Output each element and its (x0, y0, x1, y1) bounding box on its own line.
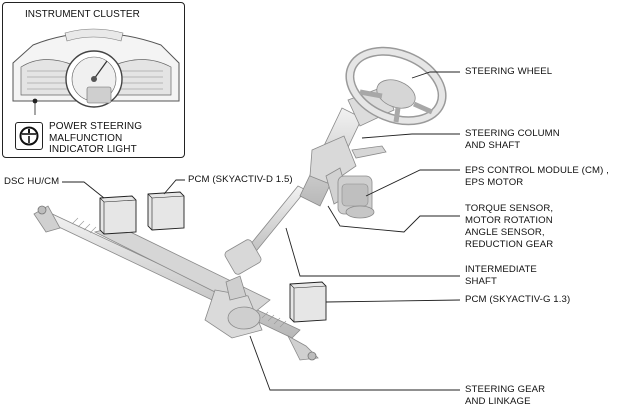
steering-column (299, 85, 395, 219)
label-intermediate-shaft: INTERMEDIATE SHAFT (465, 264, 537, 287)
label-pcm-skyactiv-d: PCM (SKYACTIV-D 1.5) (188, 174, 293, 185)
pcm-skyactiv-g-box (289, 281, 327, 323)
intermediate-shaft (224, 185, 307, 301)
label-pcm-skyactiv-g: PCM (SKYACTIV-G 1.3) (465, 294, 571, 305)
label-steering-gear: STEERING GEAR AND LINKAGE (465, 384, 546, 407)
instrument-cluster-graphic (12, 28, 180, 115)
inset-title: INSTRUMENT CLUSTER (25, 9, 140, 20)
label-steering-wheel: STEERING WHEEL (465, 66, 553, 77)
steering-gear-rack (33, 205, 319, 361)
dsc-hu-cm-box (99, 195, 137, 235)
label-steering-column: STEERING COLUMN AND SHAFT (465, 128, 560, 151)
steering-wheel (345, 46, 447, 126)
label-eps-control-module: EPS CONTROL MODULE (CM) , EPS MOTOR (465, 165, 609, 188)
label-torque-sensor: TORQUE SENSOR, MOTOR ROTATION ANGLE SENS… (465, 203, 554, 250)
pcm-skyactiv-d-box (147, 191, 185, 231)
steering-wheel-warning-icon (15, 122, 43, 150)
leader-lines (62, 71, 461, 391)
warning-light-label: POWER STEERING MALFUNCTION INDICATOR LIG… (49, 121, 143, 155)
instrument-cluster-inset: INSTRUMENT CLUSTER POWER STEERING MALFUN… (2, 2, 185, 158)
label-dsc-hu-cm: DSC HU/CM (4, 176, 60, 187)
